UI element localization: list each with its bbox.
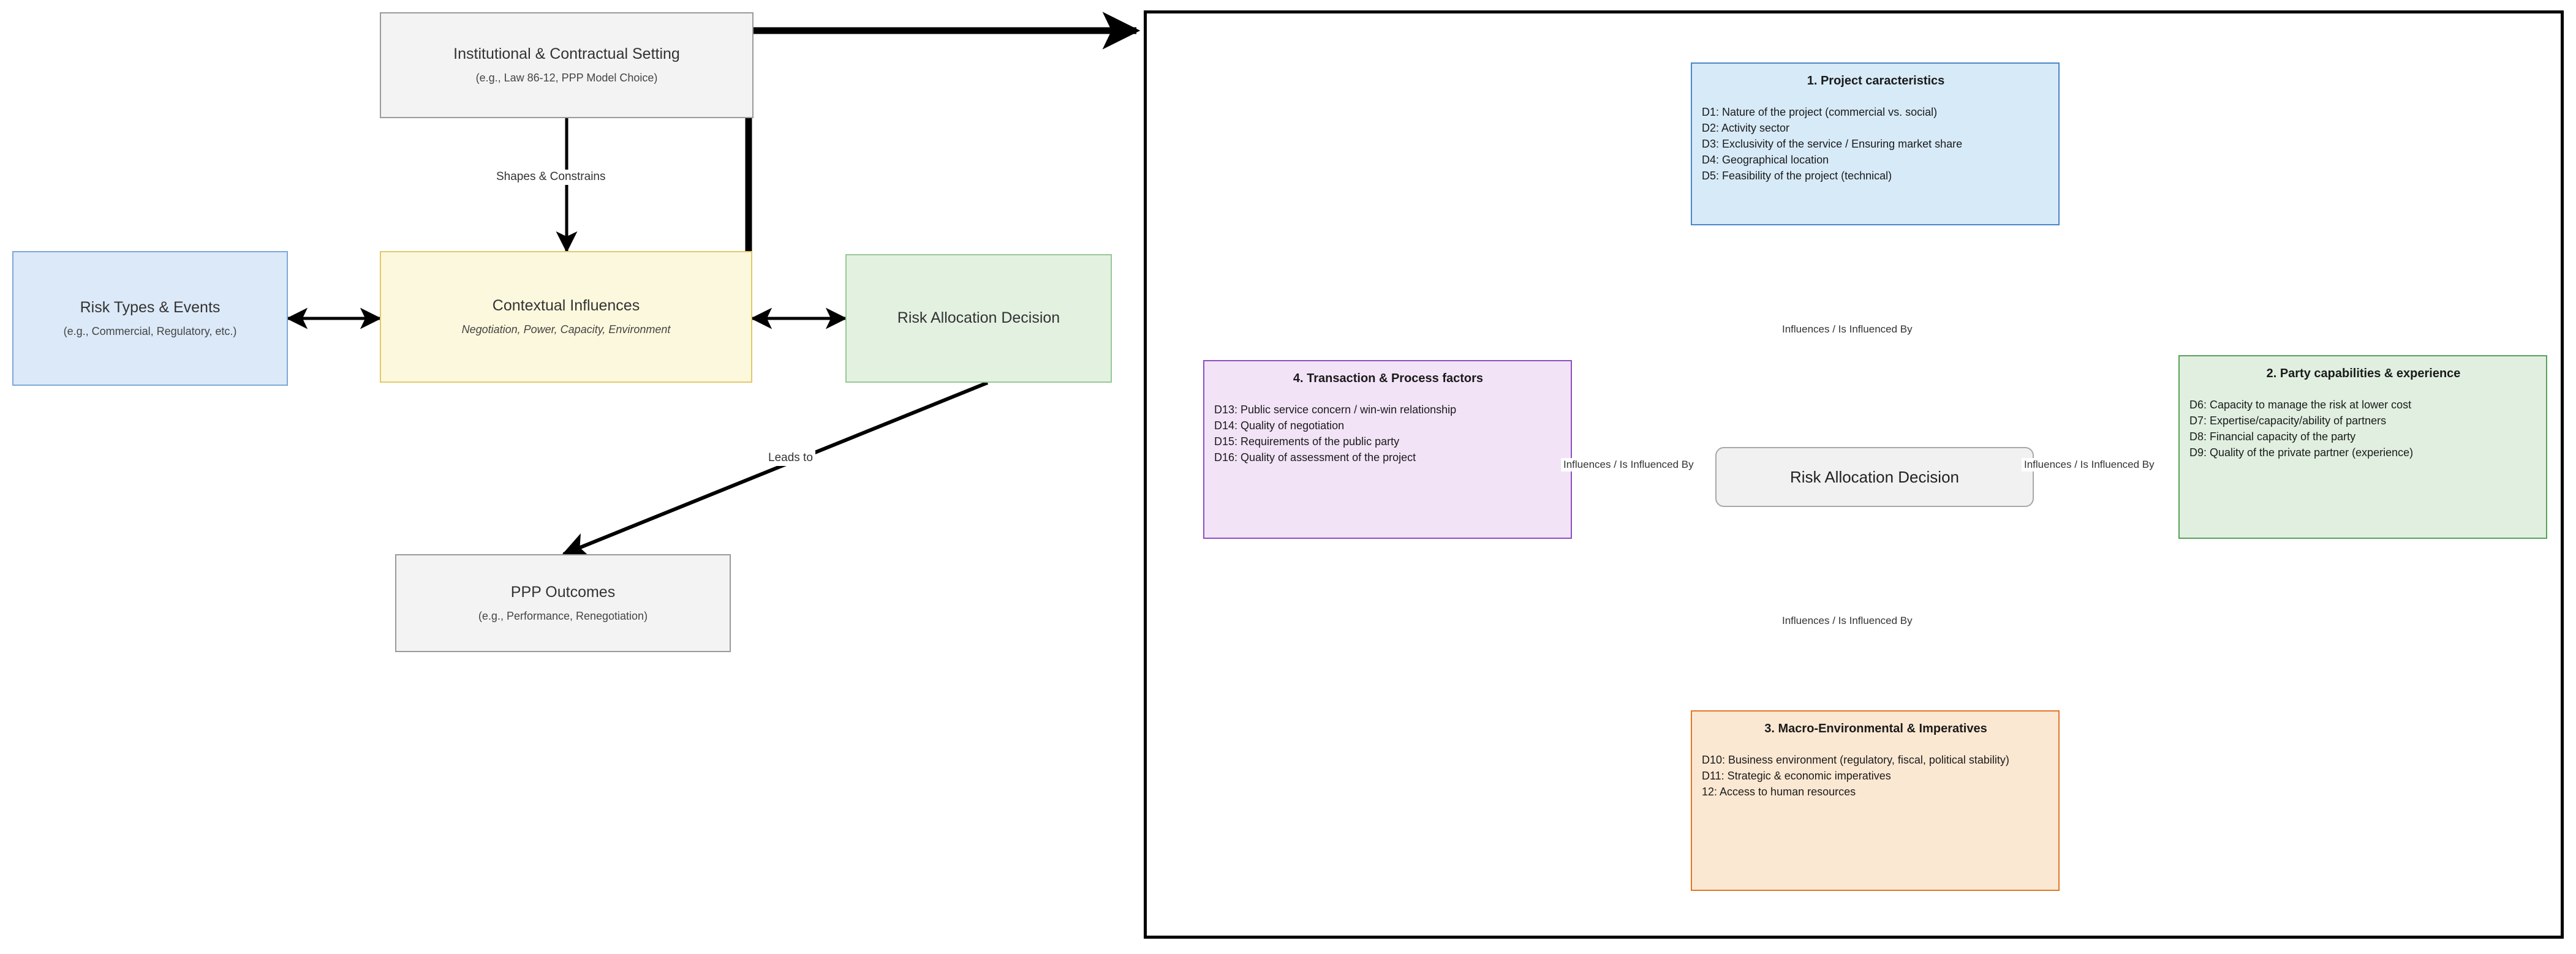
quadrant-item: D7: Expertise/capacity/ability of partne… bbox=[2189, 415, 2387, 427]
quadrant-item: D6: Capacity to manage the risk at lower… bbox=[2189, 399, 2412, 411]
quadrant-item: D13: Public service concern / win-win re… bbox=[1214, 404, 1457, 416]
node-risk-types-events[interactable]: Risk Types & Events (e.g., Commercial, R… bbox=[12, 251, 288, 386]
node-title: PPP Outcomes bbox=[510, 583, 616, 601]
quadrant-item: D5: Feasibility of the project (technica… bbox=[1702, 170, 1892, 182]
quadrant-item: D16: Quality of assessment of the projec… bbox=[1214, 451, 1416, 464]
quadrant-item: D3: Exclusivity of the service / Ensurin… bbox=[1702, 138, 1963, 151]
quadrant-title: 3. Macro-Environmental & Imperatives bbox=[1764, 722, 1987, 735]
quadrant-item: D2: Activity sector bbox=[1702, 122, 1790, 135]
quadrant-project-characteristics[interactable]: 1. Project caracteristics D1: Nature of … bbox=[1691, 62, 2060, 225]
quadrant-transaction-process[interactable]: 4. Transaction & Process factors D13: Pu… bbox=[1203, 360, 1572, 539]
node-subtitle: (e.g., Law 86-12, PPP Model Choice) bbox=[475, 72, 658, 85]
quadrant-title: 2. Party capabilities & experience bbox=[2266, 367, 2461, 380]
quadrant-title: 4. Transaction & Process factors bbox=[1293, 372, 1484, 385]
node-title: Risk Types & Events bbox=[80, 298, 221, 316]
node-contextual-influences[interactable]: Contextual Influences Negotiation, Power… bbox=[380, 251, 752, 383]
edge-label-influences-right: Influences / Is Influenced By bbox=[2022, 458, 2157, 472]
center-node-label: Risk Allocation Decision bbox=[1789, 467, 1959, 486]
node-subtitle: Negotiation, Power, Capacity, Environmen… bbox=[461, 323, 671, 336]
edge-allocation-to-outcomes bbox=[561, 381, 989, 557]
node-risk-allocation-decision-left[interactable]: Risk Allocation Decision bbox=[845, 254, 1112, 383]
edge-label-shapes-constrains: Shapes & Constrains bbox=[494, 170, 608, 185]
edge-label-leads-to: Leads to bbox=[766, 451, 815, 466]
quadrant-macro-environmental[interactable]: 3. Macro-Environmental & Imperatives D10… bbox=[1691, 710, 2060, 891]
node-ppp-outcomes[interactable]: PPP Outcomes (e.g., Performance, Renegot… bbox=[395, 554, 731, 652]
node-risk-allocation-decision-center[interactable]: Risk Allocation Decision bbox=[1715, 447, 2034, 507]
node-title: Institutional & Contractual Setting bbox=[453, 45, 680, 63]
node-subtitle: (e.g., Performance, Renegotiation) bbox=[478, 609, 648, 622]
edge-label-influences-top: Influences / Is Influenced By bbox=[1780, 323, 1915, 337]
quadrant-item: D11: Strategic & economic imperatives bbox=[1702, 770, 1891, 783]
quadrant-item: D9: Quality of the private partner (expe… bbox=[2189, 446, 2414, 459]
quadrant-title: 1. Project caracteristics bbox=[1807, 74, 1945, 88]
node-institutional-setting[interactable]: Institutional & Contractual Setting (e.g… bbox=[380, 12, 754, 118]
edge-label-influences-bottom: Influences / Is Influenced By bbox=[1780, 614, 1915, 628]
node-title: Risk Allocation Decision bbox=[897, 309, 1060, 327]
quadrant-item: D10: Business environment (regulatory, f… bbox=[1702, 754, 2009, 766]
node-title: Contextual Influences bbox=[492, 297, 640, 315]
edge-contextual-to-panel bbox=[745, 12, 1141, 254]
edge-label-influences-left: Influences / Is Influenced By bbox=[1561, 458, 1696, 472]
quadrant-party-capabilities[interactable]: 2. Party capabilities & experience D6: C… bbox=[2178, 355, 2547, 539]
quadrant-item: D4: Geographical location bbox=[1702, 154, 1829, 167]
quadrant-item: D15: Requirements of the public party bbox=[1214, 435, 1400, 448]
quadrant-item: 12: Access to human resources bbox=[1702, 786, 1856, 798]
quadrant-item: D14: Quality of negotiation bbox=[1214, 419, 1345, 432]
quadrant-item: D8: Financial capacity of the party bbox=[2189, 430, 2356, 443]
quadrant-item: D1: Nature of the project (commercial vs… bbox=[1702, 106, 1938, 118]
node-subtitle: (e.g., Commercial, Regulatory, etc.) bbox=[63, 325, 237, 337]
